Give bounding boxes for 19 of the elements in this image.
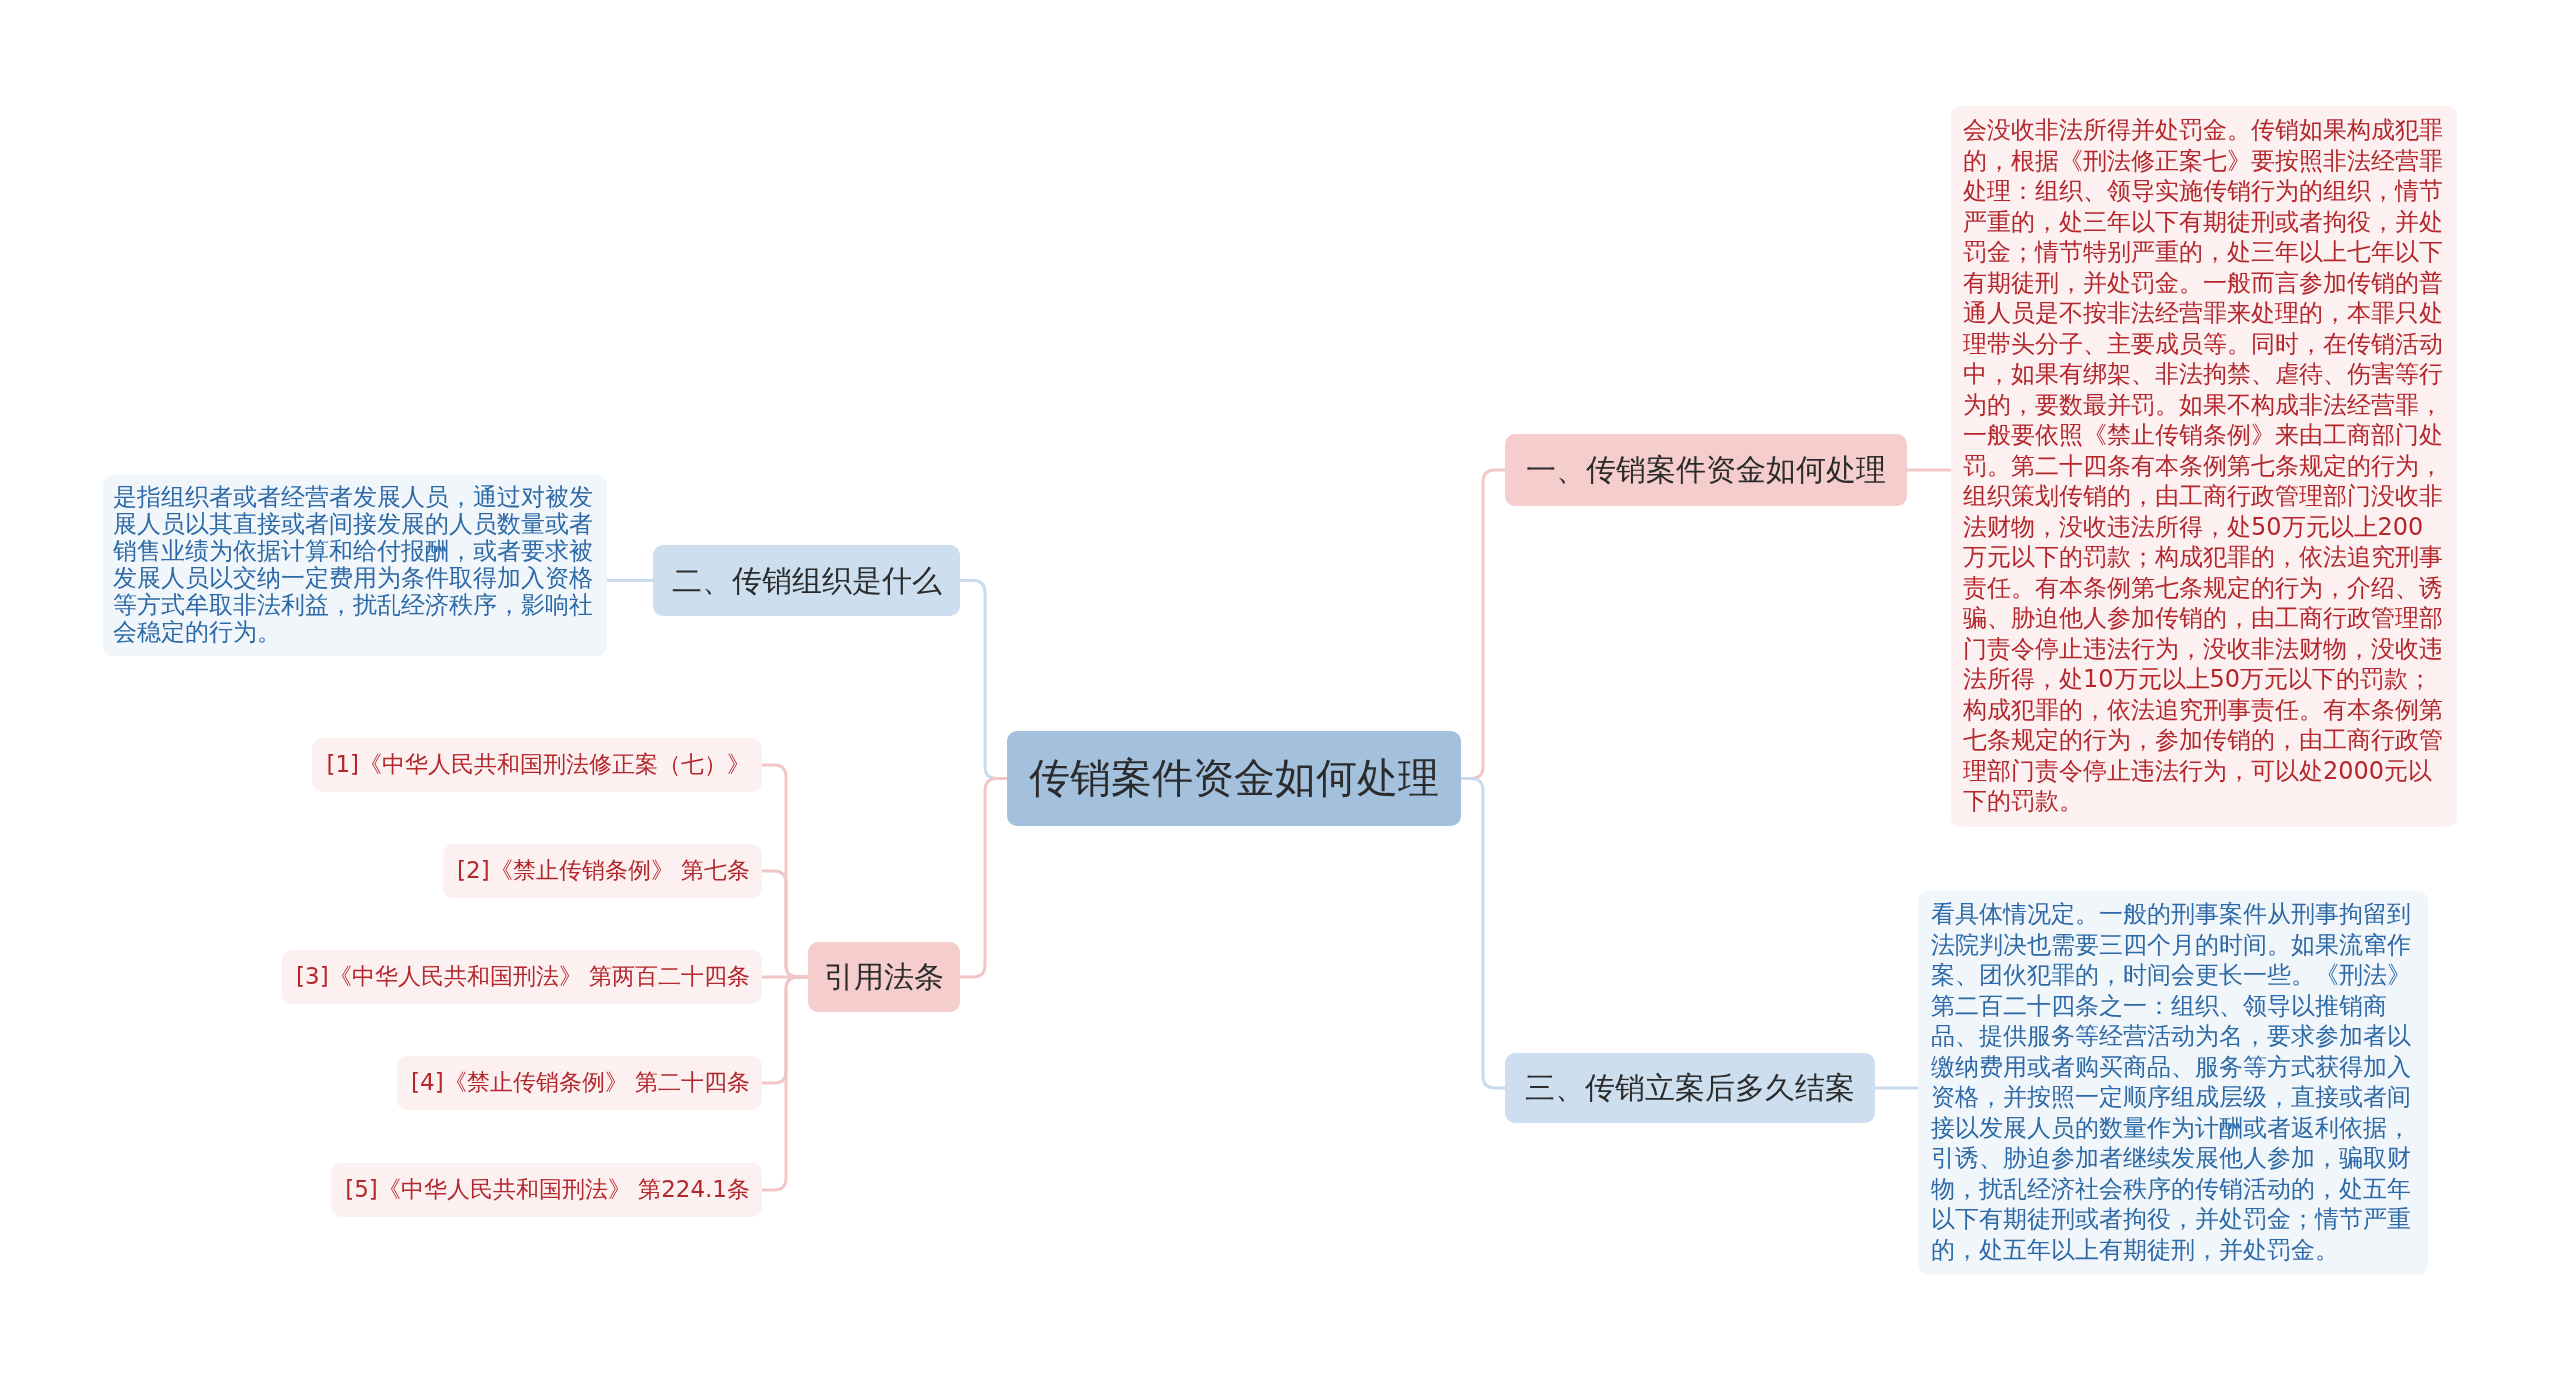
branch-line [960,777,1007,979]
branch-line [1907,468,1951,472]
reference-box: [5]《中华人民共和国刑法》 第224.1条 [331,1163,762,1217]
reference-box: [3]《中华人民共和国刑法》 第两百二十四条 [282,950,762,1004]
topic-box: 一、传销案件资金如何处理 [1505,434,1907,506]
reference-box: [1]《中华人民共和国刑法修正案（七）》 [312,738,762,792]
topic-box: 二、传销组织是什么 [653,545,960,616]
reference-box: [2]《禁止传销条例》 第七条 [443,844,762,898]
note-box: 看具体情况定。一般的刑事案件从刑事拘留到法院判决也需要三四个月的时间。如果流窜作案、团伙犯罪的，时间会更长一些。《刑法》第二百二十四条之一：组织、领导以推销商品、提供服务等经营活动为名，要求参加者以缴纳费用或者购买商品、服务等方式获得加入资格，并按照一定顺序组成层级，直接或者间接以发展人员的数量作为计酬或者返利依据，引诱、胁迫参加者继续发展他人参加，骗取财物，扰乱经济社会秩序的传销活动的，处五年以下有期徒刑或者拘役，并处罚金；情节严重的，处五年以上有期徒刑，并处罚金。 [1918,891,2428,1275]
topic-box: 引用法条 [808,942,960,1012]
branch-line [1461,777,1505,1090]
topic-box: 三、传销立案后多久结案 [1505,1053,1875,1123]
branch-line [762,975,808,1192]
note-box: 会没收非法所得并处罚金。传销如果构成犯罪的，根据《刑法修正案七》要按照非法经营罪处理：组织、领导实施传销行为的组织，情节严重的，处三年以下有期徒刑或者拘役，并处罚金；情节特别严重的，处三年以上七年以下有期徒刑，并处罚金。一般而言参加传销的普通人员是不按非法经营罪来处理的，本罪只处理带头分子、主要成员等。同时，在传销活动中，如果有绑架、非法拘禁、虐待、伤害等行为的，要数最并罚。如果不构成非法经营罪，一般要依照《禁止传销条例》来由工商部门处罚。第二十四条有本条例第七条规定的行为，组织策划传销的，由工商行政管理部门没收非法财物，没收违法所得，处50万元以上200万元以下的罚款；构成犯罪的，依法追究刑事责任。有本条例第七条规定的行为，介绍、诱骗、胁迫他人参加传销的，由工商行政管理部门责令停止违法行为，没收非法财物，没收违法所得，处10万元以上50万元以下的罚款；构成犯罪的，依法追究刑事责任。有本条例第七条规定的行为，参加传销的，由工商行政管理部门责令停止违法行为，可以处2000元以下的罚款。 [1951,106,2457,827]
branch-line [607,579,653,582]
note-box: 是指组织者或者经营者发展人员，通过对被发展人员以其直接或者间接发展的人员数量或者销售业绩为依据计算和给付报酬，或者要求被发展人员以交纳一定费用为条件取得加入资格等方式牟取非法利益，扰乱经济秩序，影响社会稳定的行为。 [103,475,607,656]
branch-line [1875,1086,1918,1090]
central-topic-box: 传销案件资金如何处理 [1007,731,1461,826]
reference-box: [4]《禁止传销条例》 第二十四条 [397,1056,762,1110]
